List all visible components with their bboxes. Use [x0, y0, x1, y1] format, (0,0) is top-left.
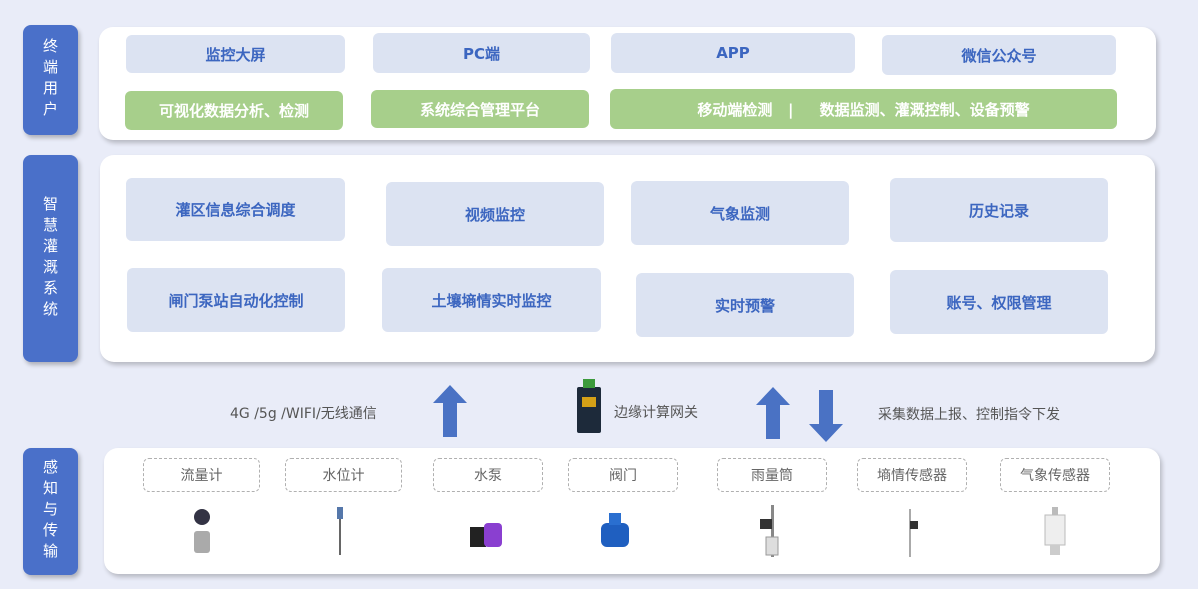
system-module: 土壤墒情实时监控: [382, 268, 601, 332]
terminal-box: APP: [611, 33, 855, 73]
device-label: 雨量筒: [717, 458, 827, 492]
system-module: 闸门泵站自动化控制: [127, 268, 345, 332]
flowmeter-icon: [194, 509, 210, 553]
device-label: 墒情传感器: [857, 458, 967, 492]
up-arrow-icon: [433, 385, 467, 437]
system-module: 实时预警: [636, 273, 854, 337]
network-label: 4G /5g /WIFI/无线通信: [230, 406, 377, 422]
terminal-box: PC端: [373, 33, 590, 73]
terminal-feature: 系统综合管理平台: [371, 90, 589, 128]
layer-label-terminal: 终端用户: [23, 25, 78, 135]
terminal-box: 监控大屏: [126, 35, 345, 73]
rain-gauge-icon: [760, 505, 779, 557]
soil-sensor-icon: [909, 509, 918, 557]
system-module: 账号、权限管理: [890, 270, 1108, 334]
terminal-box: 微信公众号: [882, 35, 1116, 75]
layer-label-sensing: 感知与传输: [23, 448, 78, 575]
system-module: 视频监控: [386, 182, 604, 246]
system-module: 历史记录: [890, 178, 1108, 242]
gateway-icon: [577, 379, 601, 433]
terminal-feature: 可视化数据分析、检测: [125, 91, 343, 130]
device-label: 流量计: [143, 458, 260, 492]
terminal-feature: 移动端检测 | 数据监测、灌溉控制、设备预警: [610, 89, 1117, 129]
system-module: 气象监测: [631, 181, 849, 245]
device-label: 气象传感器: [1000, 458, 1110, 492]
weather-sensor-icon: [1044, 507, 1066, 555]
layer-label-system: 智慧灌溉系统: [23, 155, 78, 362]
up-arrow-icon: [756, 387, 790, 439]
device-label: 水泵: [433, 458, 543, 492]
device-label: 水位计: [285, 458, 402, 492]
water-level-icon: [337, 507, 343, 555]
flow-label: 采集数据上报、控制指令下发: [878, 407, 1060, 423]
system-module: 灌区信息综合调度: [126, 178, 345, 241]
sensing-panel: [104, 448, 1160, 574]
device-label: 阀门: [568, 458, 678, 492]
pump-icon: [470, 523, 502, 547]
gateway-label: 边缘计算网关: [614, 405, 698, 421]
down-arrow-icon: [809, 390, 843, 442]
valve-icon: [601, 513, 629, 547]
